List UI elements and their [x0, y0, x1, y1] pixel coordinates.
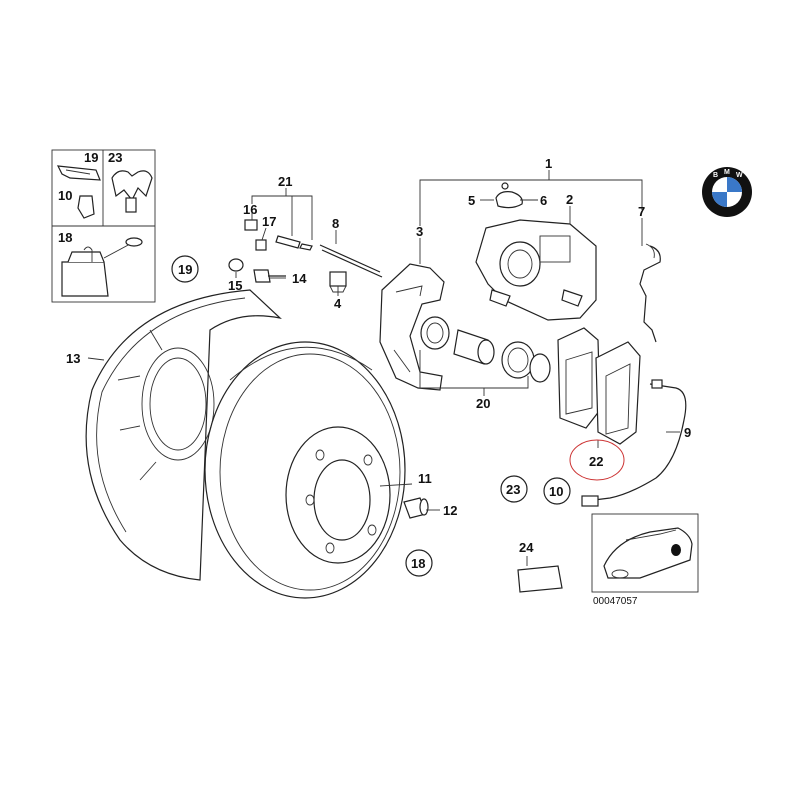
pad-clip-icon	[77, 195, 95, 219]
part-label-7: 7	[638, 204, 645, 219]
spring-clip-icon	[111, 170, 153, 213]
part-label-9: 9	[684, 425, 691, 440]
inset-label-18: 18	[58, 230, 72, 245]
wear-sensor	[581, 379, 687, 507]
part-label-6: 6	[540, 193, 547, 208]
brake-caliper	[475, 219, 597, 321]
cover-block-icon	[61, 237, 143, 297]
part-label-13: 13	[66, 351, 80, 366]
part-label-2: 2	[566, 192, 573, 207]
highlight-circle	[569, 439, 625, 481]
part-label-24: 24	[519, 540, 534, 555]
bmw-logo: B M W	[702, 167, 752, 217]
brake-pads	[557, 327, 641, 445]
part-label-12: 12	[443, 503, 457, 518]
part-label-15: 15	[228, 278, 242, 293]
anti-rattle-spring	[639, 243, 661, 343]
small-hardware	[228, 219, 383, 293]
part-label-11: 11	[418, 471, 432, 486]
wheel-bolt	[403, 497, 429, 519]
circled-labels: 19 23 10 18	[171, 255, 571, 577]
part-label-16: 16	[243, 202, 257, 217]
part-label-8: 8	[332, 216, 339, 231]
part-label-17: 17	[262, 214, 276, 229]
vehicle-thumbnail: 00047057	[591, 513, 699, 607]
piston-set	[420, 316, 551, 383]
part-labels: 1 2 3 4 5 6 7 8 9 10 11 12 13 14 15 16 1…	[66, 156, 691, 555]
part-label-1: 1	[545, 156, 552, 171]
grease-packet	[517, 565, 563, 593]
circled-label-18: 18	[411, 556, 425, 571]
circled-label-19: 19	[178, 262, 192, 277]
brake-disc	[204, 341, 406, 599]
circled-label-23: 23	[506, 482, 520, 497]
logo-letter-b: B	[713, 172, 718, 179]
leader-lines	[87, 170, 680, 566]
circled-label-10: 10	[549, 484, 563, 499]
dust-shield	[85, 289, 282, 581]
bleeder-clip	[495, 182, 523, 209]
clip-part-icon	[56, 165, 101, 181]
inset-label-23: 23	[108, 150, 122, 165]
part-label-21: 21	[278, 174, 292, 189]
inset-label-19: 19	[84, 150, 98, 165]
part-label-22: 22	[589, 454, 603, 469]
part-label-3: 3	[416, 224, 423, 239]
part-label-5: 5	[468, 193, 475, 208]
part-label-20: 20	[476, 396, 490, 411]
part-label-4: 4	[334, 296, 342, 311]
inset-panel: 19 23 10 18	[51, 149, 156, 303]
inset-label-10: 10	[58, 188, 72, 203]
logo-letter-m: M	[724, 169, 730, 176]
logo-letter-w: W	[736, 172, 743, 179]
part-label-14: 14	[292, 271, 307, 286]
caliper-carrier	[379, 263, 445, 391]
image-code: 00047057	[593, 596, 638, 607]
